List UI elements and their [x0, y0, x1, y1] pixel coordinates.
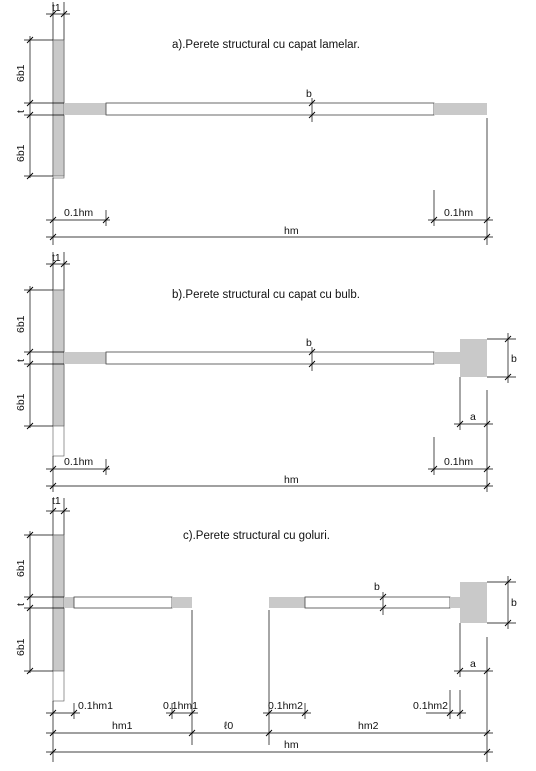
- panel-c: t1 6b1 t 6b1 b b c).Perete str: [15, 495, 517, 762]
- six-b1-bottom-label: 6b1: [15, 144, 27, 162]
- right-end-label: 0.1hm: [444, 207, 473, 219]
- web-left-end: [64, 352, 106, 364]
- web2-left-end: [269, 597, 305, 608]
- web1-middle: [73, 596, 173, 609]
- web-middle: [105, 102, 435, 116]
- bulb: [460, 582, 487, 623]
- web-middle: [105, 351, 435, 365]
- a-label: a: [470, 411, 476, 423]
- total-label: hm: [284, 225, 299, 237]
- bulb-b-label: b: [511, 597, 517, 609]
- six-b1-bottom-label: 6b1: [15, 638, 27, 656]
- total-label: hm: [284, 739, 299, 751]
- six-b1-bottom-label: 6b1: [15, 393, 27, 411]
- flange: [52, 534, 65, 672]
- b-label: b: [374, 581, 380, 593]
- six-b1-top-label: 6b1: [15, 315, 27, 333]
- bulb-b-label: b: [511, 353, 517, 365]
- six-b1-top-label: 6b1: [15, 64, 27, 82]
- end2-label: 0.1hm1: [163, 700, 198, 712]
- hm2-label: hm2: [358, 720, 379, 732]
- panel-c-title: c).Perete structural cu goluri.: [183, 530, 330, 542]
- b-label: b: [306, 337, 312, 349]
- b-label: b: [306, 88, 312, 100]
- web-right-end: [434, 352, 460, 364]
- web2-right-end: [450, 597, 460, 608]
- total-label: hm: [284, 474, 299, 486]
- left-end-label: 0.1hm: [64, 207, 93, 219]
- flange: [52, 289, 65, 427]
- panel-b: t1 6b1 t 6b1 b b b).Perete structural cu…: [15, 252, 517, 492]
- hm1-label: hm1: [112, 720, 133, 732]
- web1-left-end: [64, 597, 74, 608]
- web-left-end: [64, 103, 106, 115]
- a-label: a: [470, 658, 476, 670]
- t1-label: t1: [52, 252, 61, 264]
- web2-middle: [304, 596, 451, 609]
- right-end-label: 0.1hm: [444, 456, 473, 468]
- panel-a-title: a).Perete structural cu capat lamelar.: [172, 39, 360, 51]
- t-label: t: [15, 603, 27, 606]
- t-label: t: [15, 110, 27, 113]
- panel-a: t1 6b1 t 6b1 b a).Perete structural cu c…: [15, 2, 493, 245]
- six-b1-top-label: 6b1: [15, 559, 27, 577]
- t1-label: t1: [52, 495, 61, 507]
- left-end-label: 0.1hm: [64, 456, 93, 468]
- end3-label: 0.1hm2: [268, 700, 303, 712]
- bulb: [460, 339, 487, 377]
- t-label: t: [15, 359, 27, 362]
- end1-label: 0.1hm1: [78, 700, 113, 712]
- t1-label: t1: [52, 2, 61, 14]
- panel-b-title: b).Perete structural cu capat cu bulb.: [172, 289, 360, 301]
- web1-right-end: [172, 597, 192, 608]
- l0-label: ℓ0: [224, 720, 233, 732]
- web-right-end: [434, 103, 487, 115]
- end4-label: 0.1hm2: [413, 700, 448, 712]
- flange: [52, 39, 65, 177]
